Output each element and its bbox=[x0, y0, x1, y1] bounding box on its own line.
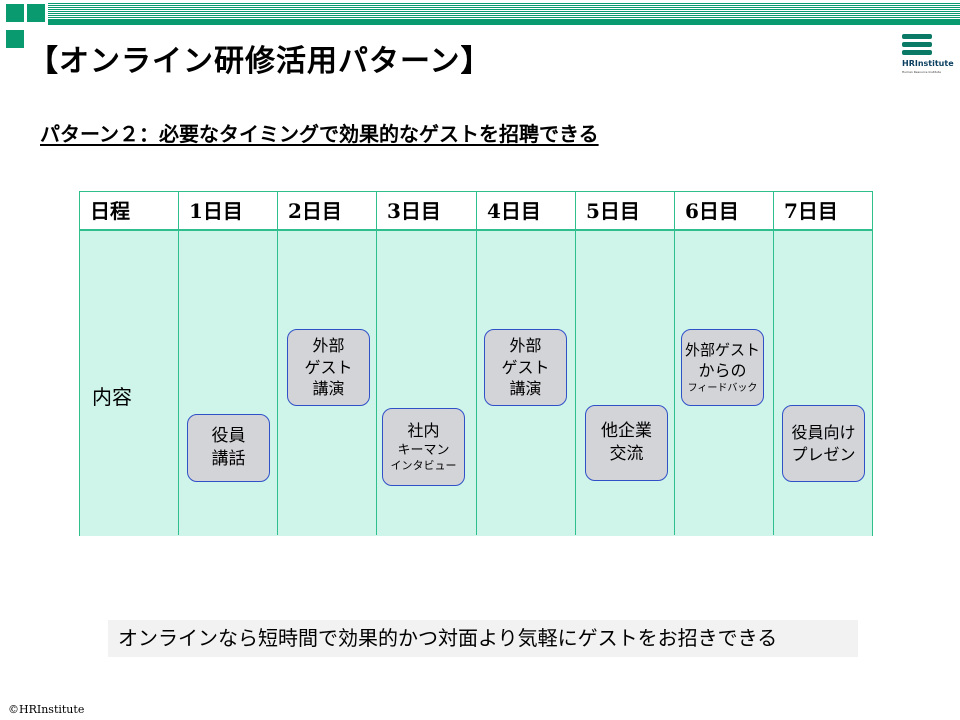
row-label-content: 内容 bbox=[92, 385, 132, 409]
card-line: 外部 bbox=[312, 336, 345, 356]
logo-tagline: Human Resource Institute bbox=[902, 70, 941, 74]
activity-card-day1: 役員 講話 bbox=[187, 414, 270, 482]
header-cell-day1: 1日目 bbox=[189, 199, 243, 223]
company-logo: HRInstitute Human Resource Institute bbox=[900, 32, 954, 78]
copyright: ©HRInstitute bbox=[8, 703, 85, 716]
card-line: キーマン bbox=[397, 442, 450, 458]
header-cell-day6: 6日目 bbox=[685, 199, 739, 223]
card-line: 講話 bbox=[211, 449, 246, 469]
column-divider bbox=[376, 192, 377, 535]
header-cell-day4: 4日目 bbox=[487, 199, 541, 223]
pattern-subtitle: パターン２：必要なタイミングで効果的なゲストを招聘できる bbox=[40, 122, 599, 146]
header-band bbox=[48, 19, 960, 25]
activity-card-day7: 役員向け プレゼン bbox=[782, 405, 865, 482]
page-title: 【オンライン研修活用パターン】 bbox=[28, 44, 492, 79]
card-line: 役員向け bbox=[791, 422, 856, 442]
header-square-1 bbox=[6, 4, 24, 22]
activity-card-day4: 外部 ゲスト 講演 bbox=[484, 329, 567, 406]
column-divider bbox=[575, 192, 576, 535]
logo-wave-icon bbox=[902, 42, 932, 47]
activity-card-day2: 外部 ゲスト 講演 bbox=[287, 329, 370, 406]
card-line: からの bbox=[698, 361, 747, 381]
header-square-2 bbox=[27, 4, 45, 22]
column-divider bbox=[277, 192, 278, 535]
header-cell-day3: 3日目 bbox=[387, 199, 441, 223]
column-divider bbox=[476, 192, 477, 535]
header-cell-day5: 5日目 bbox=[586, 199, 640, 223]
card-line: 他企業 bbox=[601, 421, 652, 442]
card-line: フィードバック bbox=[687, 382, 758, 394]
summary-note: オンラインなら短時間で効果的かつ対面より気軽にゲストをお招きできる bbox=[108, 620, 858, 657]
card-line: 社内 bbox=[407, 421, 440, 440]
header-cell-schedule: 日程 bbox=[90, 199, 130, 223]
card-line: ゲスト bbox=[501, 357, 550, 377]
card-line: 交流 bbox=[609, 444, 644, 464]
header-cell-day7: 7日目 bbox=[784, 199, 838, 223]
card-line: ゲスト bbox=[304, 357, 353, 377]
card-line: 講演 bbox=[509, 379, 542, 399]
card-line: インタビュー bbox=[390, 459, 457, 473]
header-square-3 bbox=[6, 30, 24, 48]
logo-wave-icon bbox=[902, 34, 932, 39]
card-line: 講演 bbox=[312, 379, 345, 399]
activity-card-day5: 他企業 交流 bbox=[585, 405, 668, 481]
card-line: 役員 bbox=[211, 426, 246, 447]
logo-wave-icon bbox=[902, 50, 932, 55]
column-divider bbox=[178, 192, 179, 535]
card-line: 外部ゲスト bbox=[684, 340, 760, 359]
header-cell-day2: 2日目 bbox=[288, 199, 342, 223]
logo-name: HRInstitute bbox=[902, 59, 954, 68]
activity-card-day6: 外部ゲスト からの フィードバック bbox=[681, 329, 764, 406]
column-divider bbox=[674, 192, 675, 535]
card-line: 外部 bbox=[509, 336, 542, 356]
activity-card-day3: 社内 キーマン インタビュー bbox=[382, 408, 465, 486]
column-divider bbox=[773, 192, 774, 535]
card-line: プレゼン bbox=[791, 444, 856, 464]
